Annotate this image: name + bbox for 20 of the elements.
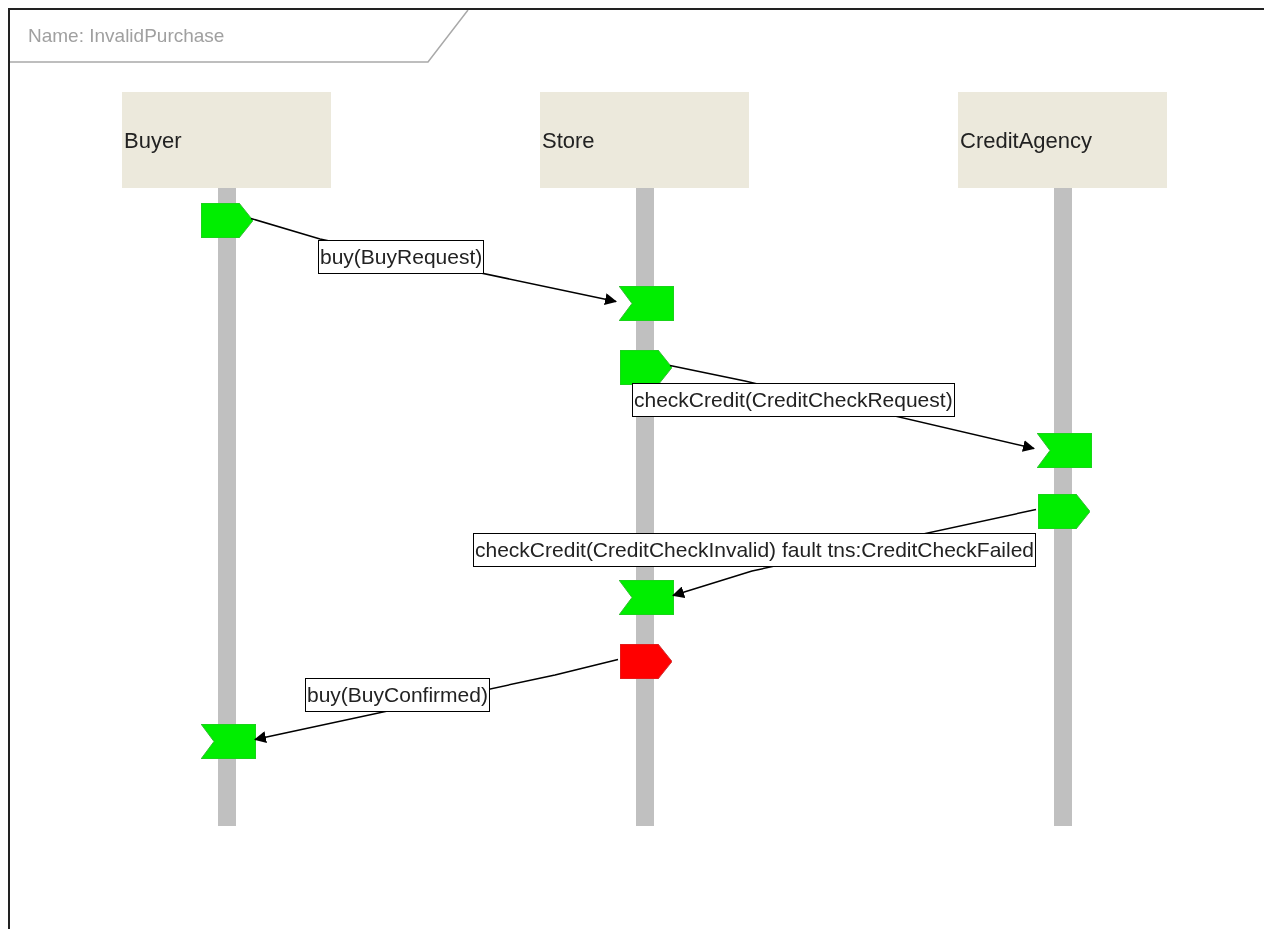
send-event-shape xyxy=(620,350,672,385)
receive-event-shape xyxy=(1037,433,1092,468)
participant-name: Buyer xyxy=(124,126,182,155)
lifeline-head xyxy=(122,92,331,188)
receive-event-shape xyxy=(619,580,674,615)
send-event-shape xyxy=(201,203,253,238)
edge-label: checkCredit(CreditCheckInvalid) fault tns:CreditCheckFailed xyxy=(473,533,1037,567)
receive-event-shape xyxy=(201,724,256,759)
lifeline-head xyxy=(958,92,1167,188)
receive-event-shape xyxy=(619,286,674,321)
participant-name: CreditAgency xyxy=(960,126,1093,155)
diagram-frame xyxy=(8,8,1264,929)
edge-label: buy(BuyRequest) xyxy=(318,240,485,274)
lifeline-head xyxy=(540,92,749,188)
edge-label: checkCredit(CreditCheckRequest) xyxy=(632,383,955,417)
frame-name-label: Name: InvalidPurchase xyxy=(28,24,225,48)
send-event-shape xyxy=(620,644,672,679)
participant-name: Store xyxy=(542,126,595,155)
edge-label: buy(BuyConfirmed) xyxy=(305,678,490,712)
send-event-shape xyxy=(1038,494,1090,529)
